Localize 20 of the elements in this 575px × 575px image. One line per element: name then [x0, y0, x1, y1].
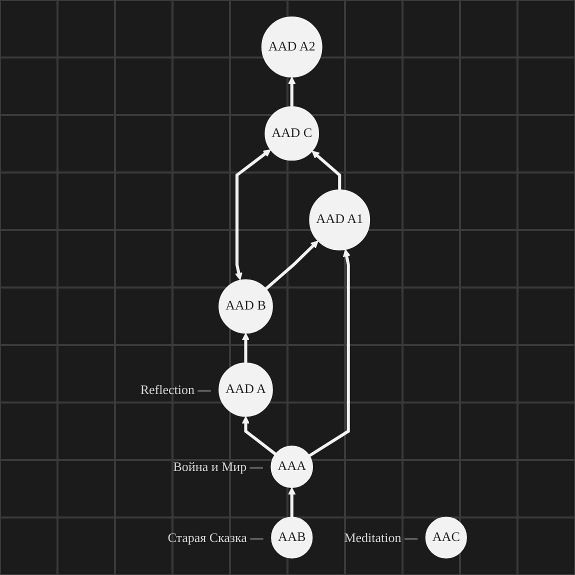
node-circle: AAD B [218, 279, 273, 334]
arrow [234, 149, 271, 280]
arrow [242, 332, 250, 363]
node-circle: AAC [425, 516, 467, 558]
node-circle: AAD C [264, 106, 319, 161]
node-circle: AAD A1 [308, 190, 370, 250]
arrow [308, 249, 350, 458]
node-circle: AAD A [218, 362, 273, 417]
node-circle: AAB [270, 516, 312, 558]
side-label: Reflection — [140, 382, 211, 398]
arrow [311, 150, 341, 190]
arrow [288, 76, 296, 107]
side-label: Война и Мир — [173, 458, 263, 475]
side-label: Старая Сказка — [168, 530, 264, 546]
arrow [288, 487, 296, 518]
arrow [264, 240, 318, 290]
arrow [242, 416, 276, 456]
side-label: Meditation — [344, 530, 418, 546]
node-circle: AAA [270, 446, 313, 488]
node-circle: AAD A2 [261, 16, 322, 78]
